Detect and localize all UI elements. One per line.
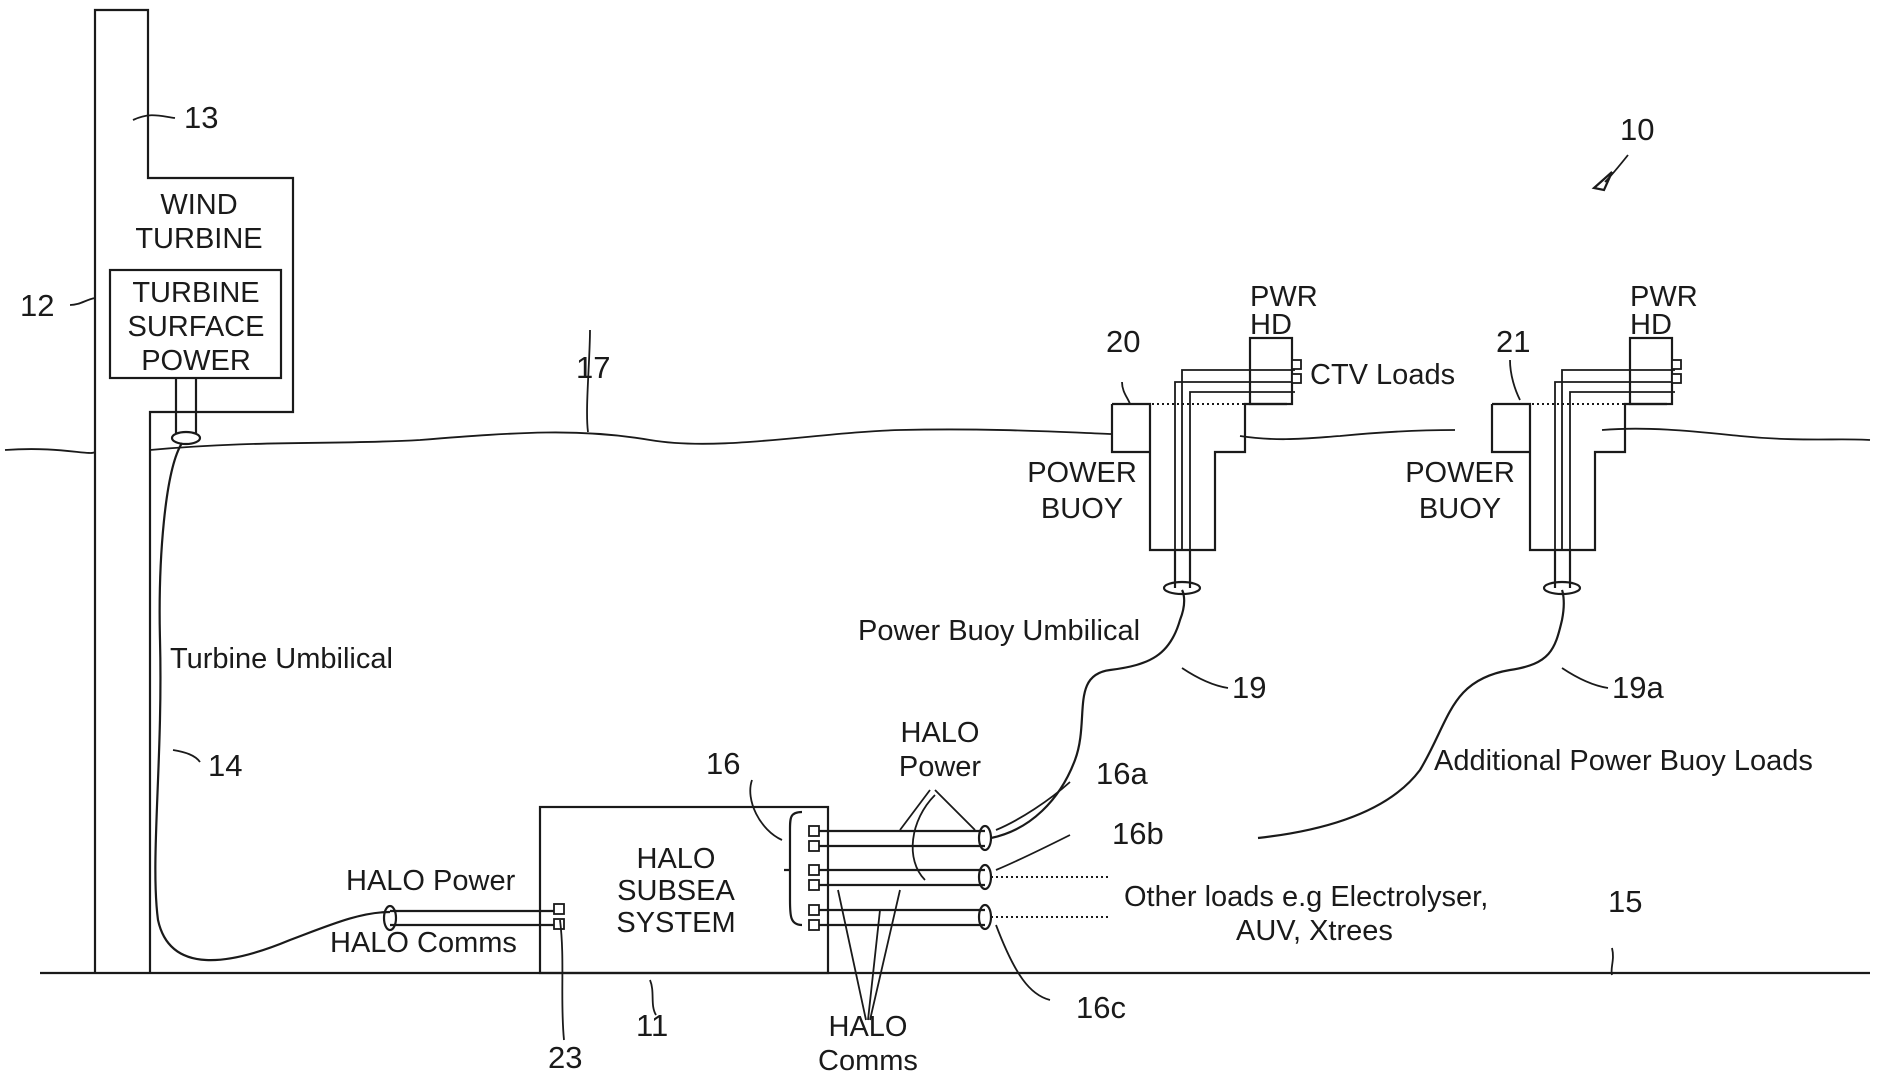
ref-12: 12 — [20, 288, 54, 323]
halo-comms-left-label: HALO Comms — [330, 927, 517, 959]
turbine-surface-label-line1: TURBINE — [132, 277, 259, 309]
ref-13: 13 — [184, 100, 218, 135]
wind-turbine-label-line1: WIND — [160, 189, 237, 221]
halo-subsea-label-line1: HALO — [637, 843, 716, 875]
halo-comms-bottom-label-line2: Comms — [818, 1045, 918, 1077]
wind-turbine — [95, 10, 293, 973]
halo-power-top-label-line1: HALO — [901, 717, 980, 749]
wind-turbine-label-line2: TURBINE — [135, 223, 262, 255]
ref-15: 15 — [1608, 884, 1642, 919]
connector-bracket — [784, 812, 802, 925]
additional-loads-label: Additional Power Buoy Loads — [1434, 745, 1813, 777]
power-buoy-a — [1112, 338, 1301, 594]
other-loads-label-line2: AUV, Xtrees — [1236, 915, 1393, 947]
halo-subsea-label-line3: SYSTEM — [616, 907, 735, 939]
turbine-surface-label-line2: SURFACE — [128, 311, 265, 343]
power-buoy-umbilical-label: Power Buoy Umbilical — [858, 615, 1140, 647]
ref-10: 10 — [1620, 112, 1654, 147]
pwr-hd-a-label-line2: HD — [1250, 309, 1292, 341]
sea-surface-line — [5, 429, 1870, 453]
ref-20: 20 — [1106, 324, 1140, 359]
ref-21: 21 — [1496, 324, 1530, 359]
pwr-hd-b-label-line2: HD — [1630, 309, 1672, 341]
halo-power-left-label: HALO Power — [346, 865, 516, 897]
power-buoy-b-label-line1: POWER — [1405, 457, 1515, 489]
ref-17: 17 — [576, 350, 610, 385]
ref-16b: 16b — [1112, 816, 1164, 851]
ref-16c: 16c — [1076, 990, 1126, 1025]
ref-16a: 16a — [1096, 756, 1148, 791]
ref-19a: 19a — [1612, 670, 1664, 705]
halo-power-top-label-line2: Power — [899, 751, 982, 783]
ref-19: 19 — [1232, 670, 1266, 705]
halo-output-connectors — [809, 826, 1110, 930]
power-buoy-b-label-line2: BUOY — [1419, 493, 1501, 525]
ref-16: 16 — [706, 746, 740, 781]
ref-23: 23 — [548, 1040, 582, 1075]
turbine-umbilical-label: Turbine Umbilical — [170, 643, 393, 675]
ref-11: 11 — [636, 1008, 668, 1043]
power-buoy-b — [1492, 338, 1681, 594]
halo-power-pointers — [900, 790, 975, 880]
turbine-surface-label-line3: POWER — [141, 345, 251, 377]
power-buoy-a-label-line2: BUOY — [1041, 493, 1123, 525]
power-buoy-a-label-line1: POWER — [1027, 457, 1137, 489]
halo-subsea-label-line2: SUBSEA — [617, 875, 735, 907]
halo-comms-bottom-label-line1: HALO — [829, 1011, 908, 1043]
ctv-loads-label: CTV Loads — [1310, 359, 1455, 391]
power-buoy-umbilical-b — [1258, 590, 1564, 838]
ref-14: 14 — [208, 748, 242, 783]
other-loads-label-line1: Other loads e.g Electrolyser, — [1124, 881, 1488, 913]
